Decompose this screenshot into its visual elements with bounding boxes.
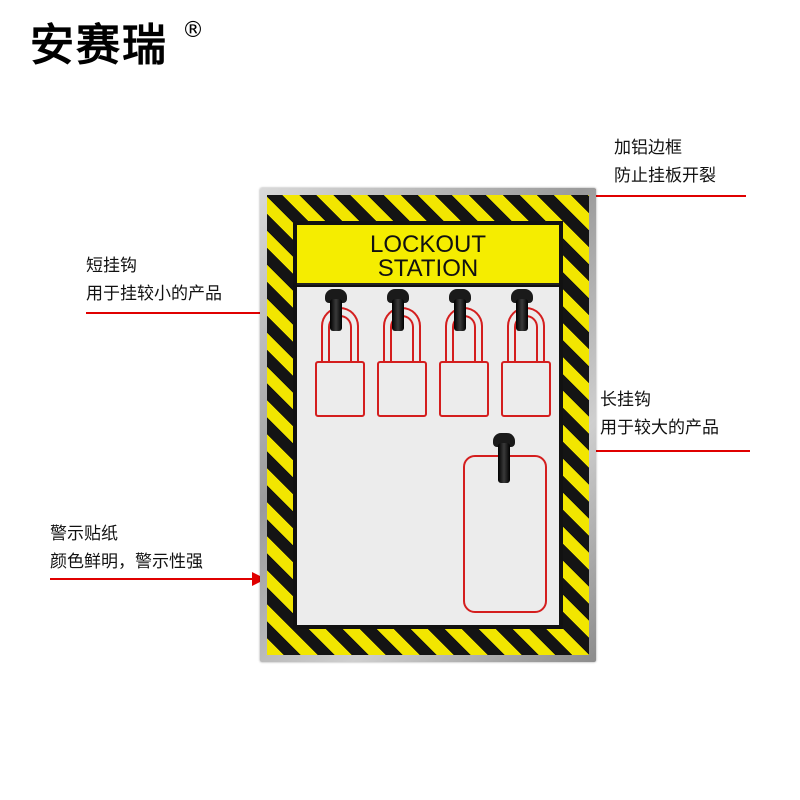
board-title-line2: STATION [377,255,479,282]
lockout-board: LOCKOUT STATION [260,188,596,662]
registered-mark: ® [182,18,206,43]
callout-long-hook-desc: 用于较大的产品 [600,418,719,438]
callout-frame-title: 加铝边框 [614,138,682,158]
hook-panel [297,287,559,625]
arrow-frame [582,189,746,203]
padlock-outline [315,307,365,417]
hazard-stripe-border: LOCKOUT STATION [267,195,589,655]
board-title-line1: LOCKOUT [369,231,486,258]
padlock-outline [501,307,551,417]
callout-short-hook-desc: 用于挂较小的产品 [86,284,222,304]
board-title: LOCKOUT STATION [297,225,559,285]
short-hook-icon [325,289,347,331]
callout-short-hook-title: 短挂钩 [86,256,137,276]
board-inner: LOCKOUT STATION [293,221,563,629]
padlock-outline [377,307,427,417]
short-hook-icon [449,289,471,331]
callout-sticker: 警示贴纸 颜色鲜明，警示性强 [50,520,203,576]
callout-frame-desc: 防止挂板开裂 [614,166,716,186]
arrow-sticker [50,572,266,586]
short-hook-icon [387,289,409,331]
callout-long-hook: 长挂钩 用于较大的产品 [600,386,719,442]
short-hook-icon [511,289,533,331]
callout-frame: 加铝边框 防止挂板开裂 [614,134,716,190]
callout-long-hook-title: 长挂钩 [600,390,651,410]
long-hook-icon [493,433,515,483]
callout-sticker-desc: 颜色鲜明，警示性强 [50,552,203,572]
brand-logo: 安赛瑞 ® [30,20,204,68]
brand-name: 安赛瑞 [30,20,168,71]
callout-sticker-title: 警示贴纸 [50,524,118,544]
callout-short-hook: 短挂钩 用于挂较小的产品 [86,252,222,308]
